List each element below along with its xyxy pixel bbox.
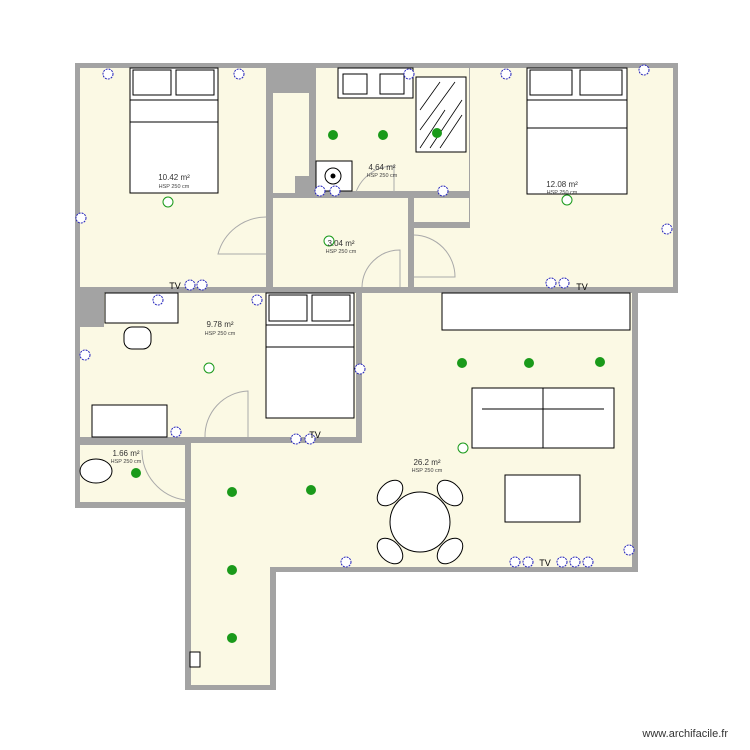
vent (189, 651, 201, 668)
room-area: 26.2 m² (413, 458, 440, 467)
room-hall[interactable] (273, 198, 408, 287)
spotlight-icons (131, 128, 605, 643)
outlet-icons (75, 64, 673, 568)
room-area: 4.64 m² (368, 163, 395, 172)
room-living-leg (191, 560, 270, 685)
sink (379, 73, 405, 95)
dining-chairs (376, 479, 464, 565)
coffee-table (504, 474, 581, 523)
watermark: www.archifacile.fr (642, 728, 728, 740)
tv-label: TV (309, 430, 321, 440)
light-icons (162, 194, 573, 454)
shower (415, 76, 467, 153)
dresser (91, 404, 168, 438)
room-area: 10.42 m² (158, 173, 190, 182)
room-bedroom-2-entry (414, 228, 474, 287)
room-height: HSP 250 cm (367, 173, 398, 179)
sideboard (441, 292, 631, 331)
dining-table (389, 491, 451, 553)
bed-1 (129, 67, 219, 194)
room-height: HSP 250 cm (205, 331, 236, 337)
room-area: 9.78 m² (206, 320, 233, 329)
tv-label: TV (169, 281, 181, 291)
room-height: HSP 250 cm (111, 459, 142, 465)
room-area: 1.66 m² (112, 449, 139, 458)
room-height: HSP 250 cm (547, 190, 578, 196)
sink (342, 73, 368, 95)
tv-label: TV (539, 558, 551, 568)
room-height: HSP 250 cm (159, 184, 190, 190)
room-area: 3.04 m² (327, 239, 354, 248)
room-height: HSP 250 cm (326, 249, 357, 255)
bed-3 (265, 292, 355, 419)
toilet (79, 458, 113, 484)
chair (123, 326, 152, 350)
room-area: 12.08 m² (546, 180, 578, 189)
tv-label: TV (576, 282, 588, 292)
room-small-closet[interactable] (414, 198, 469, 222)
desk (104, 292, 179, 324)
bed-2 (526, 67, 628, 195)
room-height: HSP 250 cm (412, 468, 443, 474)
doors (141, 165, 456, 501)
